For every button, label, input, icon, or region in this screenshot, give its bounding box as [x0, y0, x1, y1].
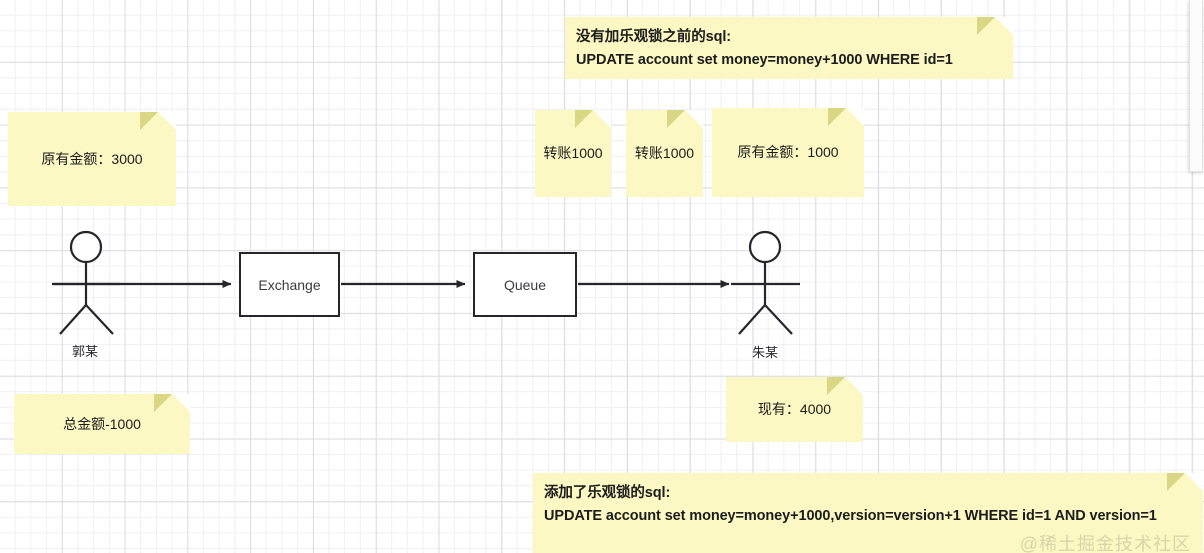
note-text: 原有金额：3000: [41, 150, 143, 167]
note-transfer-1000-first[interactable]: 转账1000: [535, 110, 611, 197]
note-fold-icon: [140, 112, 176, 130]
note-text: 转账1000: [634, 145, 695, 162]
note-text: 总金额-1000: [63, 415, 141, 432]
note-text: 现有：4000: [757, 401, 832, 418]
note-fold-icon: [667, 110, 703, 128]
exchange-box[interactable]: Exchange: [239, 252, 340, 317]
note-total-minus-1000[interactable]: 总金额-1000: [14, 394, 190, 454]
note-text: 原有金额：1000: [737, 144, 839, 161]
note-fold-icon: [827, 377, 863, 395]
note-text: 转账1000: [543, 145, 603, 162]
exchange-box-label: Exchange: [258, 276, 321, 293]
watermark: @稀土掘金技术社区: [1019, 533, 1191, 553]
note-original-amount-3000[interactable]: 原有金额：3000: [8, 112, 176, 206]
actor-guo-label: 郭某: [71, 344, 98, 359]
note-original-amount-1000[interactable]: 原有金额：1000: [712, 108, 864, 197]
actor-guo-figure: [52, 230, 120, 335]
note-fold-icon: [154, 394, 190, 412]
vertical-scrollbar-track[interactable]: [1188, 0, 1204, 553]
note-fold-icon: [977, 17, 1013, 35]
note-sql-without-optimistic-lock[interactable]: 没有加乐观锁之前的sql: UPDATE account set money=m…: [565, 17, 1013, 79]
queue-box-label: Queue: [503, 276, 547, 293]
note-fold-icon: [1167, 473, 1203, 491]
note-transfer-1000-second[interactable]: 转账1000: [626, 110, 703, 197]
note-fold-icon: [828, 108, 864, 126]
actor-zhu-label: 朱某: [751, 345, 778, 360]
note-sql-with-optimistic-lock[interactable]: 添加了乐观锁的sql: UPDATE account set money=mon…: [533, 473, 1203, 553]
vertical-scrollbar-thumb[interactable]: [1189, 0, 1203, 172]
note-fold-icon: [575, 110, 611, 128]
queue-box[interactable]: Queue: [473, 252, 577, 317]
note-text: 添加了乐观锁的sql: UPDATE account set money=mon…: [544, 485, 1157, 525]
note-current-amount-4000[interactable]: 现有：4000: [726, 377, 863, 442]
note-text: 没有加乐观锁之前的sql: UPDATE account set money=m…: [576, 29, 953, 69]
actor-zhu-figure: [731, 230, 800, 335]
